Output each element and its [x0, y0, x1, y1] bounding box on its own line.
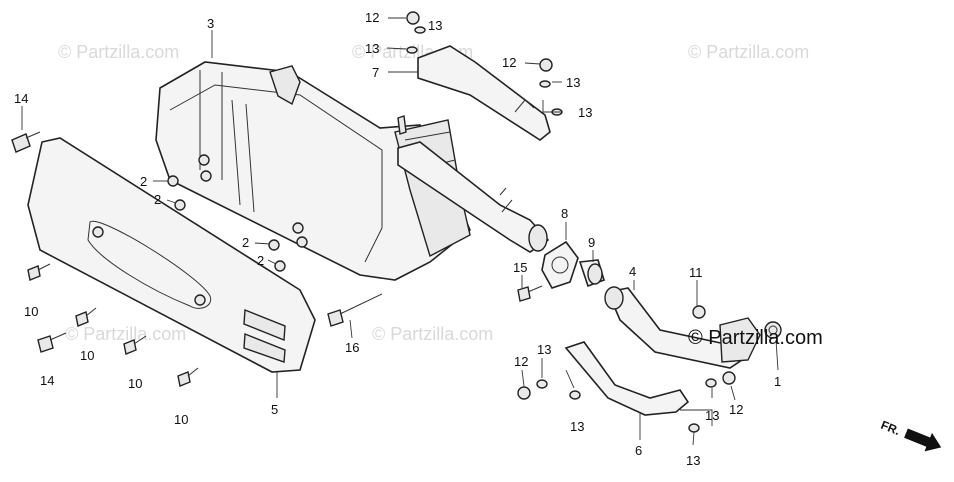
- leader-lines: [21, 17, 779, 446]
- heat-shield: [27, 137, 316, 373]
- upper-bracket: [417, 45, 551, 141]
- arrow-right-icon: [904, 428, 942, 452]
- watermark: © Partzilla.com: [688, 42, 809, 62]
- exhaust-pipe-rear: [604, 286, 782, 369]
- callout-12: 12: [502, 55, 516, 70]
- brand-watermark: © Partzilla.com: [688, 327, 823, 349]
- callout-14: 14: [14, 91, 28, 106]
- callout-15: 15: [513, 260, 527, 275]
- callout-10: 10: [128, 376, 142, 391]
- callout-6: 6: [635, 443, 642, 458]
- lower-bracket: [564, 341, 690, 416]
- callouts: 3 14 2 2 2 2 10 10 10 10 14 5 16 12 13 1…: [14, 10, 781, 468]
- fasteners: [11, 11, 736, 433]
- callout-4: 4: [629, 264, 636, 279]
- callout-13: 13: [365, 41, 379, 56]
- front-direction-marker: FR.: [879, 418, 942, 452]
- callout-2: 2: [140, 174, 147, 189]
- callout-3: 3: [207, 16, 214, 31]
- callout-16: 16: [345, 340, 359, 355]
- flange-gasket: [541, 240, 579, 289]
- callout-13: 13: [570, 419, 584, 434]
- watermark: © Partzilla.com: [65, 324, 186, 344]
- callout-13: 13: [686, 453, 700, 468]
- callout-7: 7: [372, 65, 379, 80]
- callout-2: 2: [242, 235, 249, 250]
- callout-14: 14: [40, 373, 54, 388]
- callout-5: 5: [271, 402, 278, 417]
- callout-2: 2: [154, 192, 161, 207]
- callout-10: 10: [80, 348, 94, 363]
- callout-1: 1: [774, 374, 781, 389]
- pipe-collar: [578, 259, 605, 288]
- callout-12: 12: [365, 10, 379, 25]
- exhaust-pipe-front: [397, 115, 550, 253]
- callout-10: 10: [24, 304, 38, 319]
- callout-13: 13: [566, 75, 580, 90]
- callout-13: 13: [537, 342, 551, 357]
- callout-13: 13: [705, 408, 719, 423]
- watermark: © Partzilla.com: [372, 324, 493, 344]
- callout-13: 13: [428, 18, 442, 33]
- callout-12: 12: [514, 354, 528, 369]
- fr-label: FR.: [879, 418, 902, 438]
- callout-12: 12: [729, 402, 743, 417]
- callout-2: 2: [257, 253, 264, 268]
- callout-8: 8: [561, 206, 568, 221]
- callout-11: 11: [689, 265, 703, 280]
- callout-10: 10: [174, 412, 188, 427]
- callout-9: 9: [588, 235, 595, 250]
- watermark: © Partzilla.com: [58, 42, 179, 62]
- callout-13: 13: [578, 105, 592, 120]
